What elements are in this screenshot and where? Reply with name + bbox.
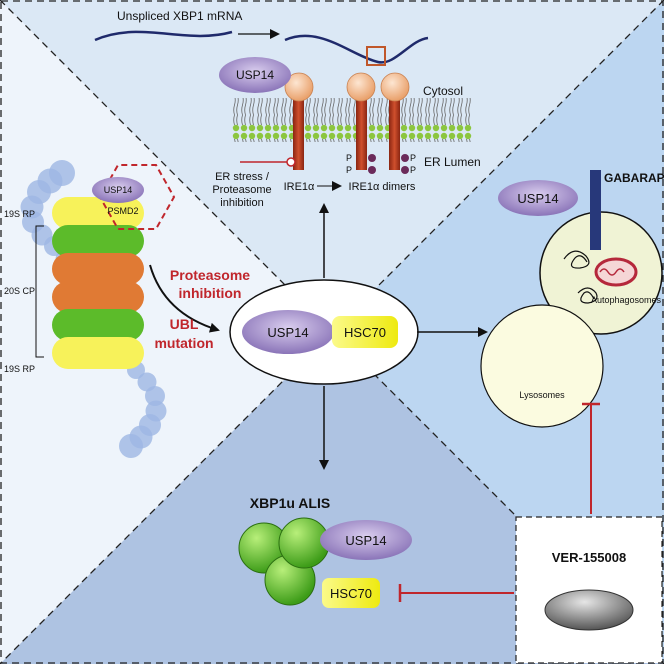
- phospho-site: [368, 166, 376, 174]
- center-complex: USP14 HSC70: [229, 279, 419, 385]
- proteasome-to-complex-arrow: [149, 264, 220, 333]
- proteasome-usp14-label: USP14: [104, 185, 133, 195]
- cp-bracket: [35, 225, 44, 358]
- protein-aggregate-icon: [563, 250, 590, 269]
- proteasome-usp14-ellipse: [92, 177, 144, 203]
- er-usp14-ellipse: [219, 57, 291, 93]
- phospho-label: P: [410, 165, 416, 175]
- gabarap-anchor: [590, 170, 601, 250]
- beta-ring-bottom: [52, 281, 144, 313]
- autophagy-group: GABARAP USP14 Autophagosomes Lysosomes: [480, 170, 664, 428]
- gabarap-label: GABARAP: [604, 171, 664, 185]
- spliced-mrna-strand: [284, 34, 429, 64]
- splice-site-box: [366, 46, 386, 66]
- ire1-dimer-right: [380, 72, 410, 170]
- rp-top-label: 19S RP: [4, 209, 35, 219]
- proteasome-inhibition-line2: inhibition: [179, 285, 242, 301]
- rp-top-cap: [52, 197, 144, 229]
- ire1-monomer: [284, 72, 314, 170]
- phospho-site: [401, 154, 409, 162]
- alis-title: XBP1u ALIS: [250, 495, 330, 511]
- alis-hsc70-label: HSC70: [330, 586, 372, 601]
- mitochondrion-cristae: [599, 268, 625, 276]
- center-hsc70-box: [332, 316, 398, 348]
- left-region: [0, 0, 332, 664]
- proteasome-inhibition-line1: Proteasome: [170, 267, 250, 283]
- ire1-head: [284, 72, 314, 102]
- center-usp14-ellipse: [242, 310, 334, 354]
- er-stress-label-line1: ER stress /: [215, 171, 270, 183]
- er-membrane-group: [232, 98, 472, 142]
- ubl-mutation-line2: mutation: [154, 335, 213, 351]
- proteasome-inhibition-label: Proteasome inhibition: [170, 267, 250, 301]
- alpha-ring-top: [52, 225, 144, 257]
- ubiquitin-bead: [145, 386, 165, 406]
- center-hsc70-label: HSC70: [344, 325, 386, 340]
- xbp1-mrna-label: Unspliced XBP1 mRNA: [117, 9, 242, 23]
- er-stress-label-line2: Proteasome: [212, 184, 271, 196]
- er-stress-inhibit: ER stress / Proteasome inhibition: [212, 157, 296, 209]
- psmd2-complex: USP14 PSMD2: [92, 164, 176, 230]
- lysosomes-label: Lysosomes: [519, 390, 565, 400]
- ire1-dimer-right-head: [380, 72, 410, 102]
- unspliced-mrna-strand: [94, 30, 233, 42]
- phospho-label: P: [346, 153, 352, 163]
- rp-bottom-label: 19S RP: [4, 364, 35, 374]
- er-stress-label-line3: inhibition: [220, 197, 263, 209]
- phospho-sites: P P P P: [346, 153, 416, 175]
- autophagy-usp14-ellipse: [498, 180, 578, 216]
- ire1-dimer-left-head: [346, 72, 376, 102]
- alis-group: XBP1u ALIS USP14 HSC70: [238, 495, 412, 608]
- inhibitor-group: VER-155008: [398, 402, 663, 664]
- autophagy-usp14-label: USP14: [517, 191, 558, 206]
- top-region: [0, 0, 664, 332]
- alpha-ring-bottom: [52, 309, 144, 341]
- er-lumen-label: ER Lumen: [424, 155, 481, 169]
- bottom-region: [0, 332, 664, 664]
- er-usp14-label: USP14: [236, 68, 274, 82]
- alis-usp14-label: USP14: [345, 533, 386, 548]
- center-usp14-label: USP14: [267, 325, 308, 340]
- inhibitor-compound-icon: [544, 589, 634, 631]
- alis-usp14-ellipse: [320, 520, 412, 560]
- phospho-site: [368, 154, 376, 162]
- er-membrane: [232, 98, 472, 142]
- phospho-label: P: [410, 153, 416, 163]
- beta-ring-top: [52, 253, 144, 285]
- ire1-dimer-left: [346, 72, 376, 170]
- ire1-dimer-left-stalk: [356, 98, 367, 170]
- cytosol-label: Cytosol: [423, 84, 463, 98]
- ire1a-dimers-label: IRE1α dimers: [349, 181, 416, 193]
- proteasome-bracket: 19S RP 20S CP 19S RP: [4, 209, 44, 374]
- phospho-site: [401, 166, 409, 174]
- ubiquitin-bead: [119, 434, 143, 458]
- cp-label: 20S CP: [4, 286, 35, 296]
- ubl-mutation-label: UBL mutation: [154, 316, 213, 351]
- proteasome-body: [52, 197, 144, 369]
- er-stress-inhibit-end: [286, 157, 296, 167]
- ire1-dimer-right-stalk: [389, 98, 400, 170]
- phospho-label: P: [346, 165, 352, 175]
- protein-aggregate-icon: [577, 287, 598, 304]
- psmd2-label: PSMD2: [107, 206, 138, 216]
- alis-hsc70-box: [322, 578, 380, 608]
- lysosome-membrane: [480, 304, 604, 428]
- er-usp14: USP14: [219, 57, 291, 93]
- rp-bottom-cap: [52, 337, 144, 369]
- ire1-stalk-fill: [293, 98, 304, 170]
- ire1a-label: IRE1α: [284, 181, 315, 193]
- inhibitor-label: VER-155008: [552, 550, 626, 565]
- ubiquitin-bead: [49, 160, 75, 186]
- xbp1-mrna-group: Unspliced XBP1 mRNA: [94, 9, 429, 66]
- psmd2-hexagon: [98, 164, 176, 230]
- autophagosomes-label: Autophagosomes: [591, 295, 662, 305]
- ubl-mutation-line1: UBL: [170, 316, 199, 332]
